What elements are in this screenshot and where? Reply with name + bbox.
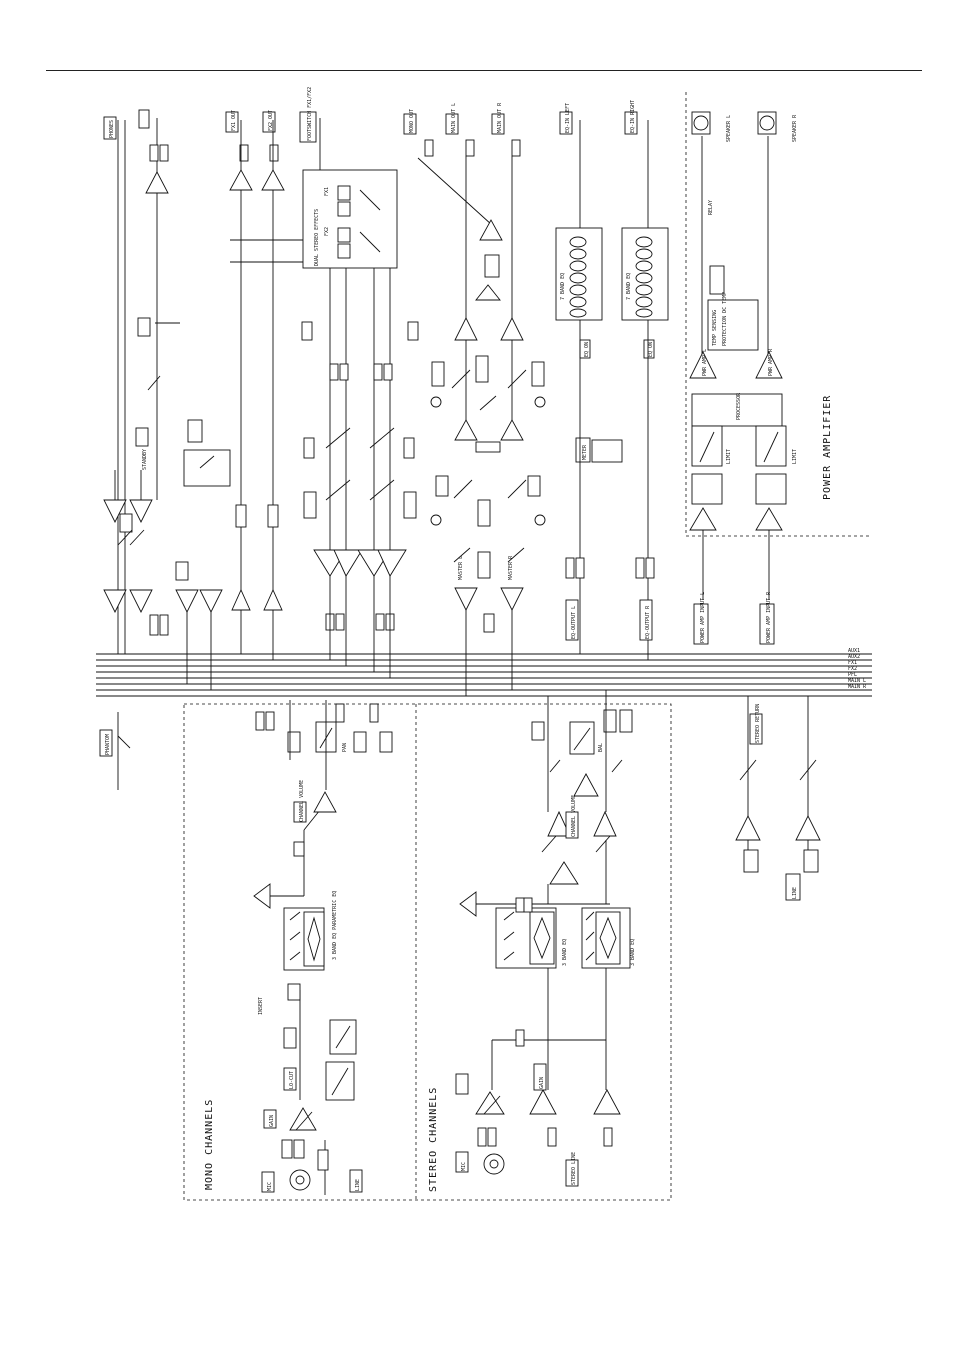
svg-text:3 BAND EQ: 3 BAND EQ: [630, 939, 636, 966]
fx-outputs: FX1 OUT FX2 OUT: [225, 110, 285, 660]
svg-text:STEREO LINE: STEREO LINE: [571, 1152, 577, 1185]
svg-text:EQ-OUTPUT L: EQ-OUTPUT L: [571, 606, 577, 639]
eq7-right: [621, 227, 669, 321]
svg-text:FX2: FX2: [324, 227, 330, 236]
power-amplifier-section: SPEAKER L SPEAKER R RELAY PROTECTION DC …: [689, 111, 833, 645]
mono-channels-title: MONO CHANNELS: [204, 1099, 215, 1190]
svg-text:SPEAKER L: SPEAKER L: [726, 115, 732, 142]
svg-text:MAIN OUT R: MAIN OUT R: [497, 102, 503, 133]
svg-text:FX1: FX1: [324, 187, 330, 196]
bus-label: MAIN R: [848, 684, 867, 690]
svg-text:3 BAND EQ: 3 BAND EQ: [562, 939, 568, 966]
svg-text:MIC: MIC: [461, 1162, 467, 1171]
svg-text:MONO OUT: MONO OUT: [409, 109, 415, 133]
svg-text:PROTECTION DC TEMP: PROTECTION DC TEMP: [722, 292, 728, 346]
svg-text:PHANTOM: PHANTOM: [105, 734, 111, 755]
svg-text:EQ-IN LEFT: EQ-IN LEFT: [565, 103, 571, 133]
svg-text:PROCESSOR: PROCESSOR: [736, 392, 742, 420]
svg-text:RELAY: RELAY: [708, 200, 714, 215]
bus-label: FX2: [848, 666, 857, 672]
svg-text:METER: METER: [582, 444, 588, 460]
svg-text:LINE: LINE: [792, 887, 798, 899]
phantom-switch: PHANTOM: [99, 712, 131, 790]
power-amplifier-title: POWER AMPLIFIER: [822, 395, 833, 500]
svg-text:POWER AMP INPUT R: POWER AMP INPUT R: [766, 591, 772, 643]
header-rule: [46, 70, 922, 71]
svg-text:LO-CUT: LO-CUT: [289, 1071, 295, 1089]
mix-bus: [96, 653, 872, 697]
svg-text:7 BAND EQ: 7 BAND EQ: [560, 273, 566, 300]
svg-text:PWR AMP L: PWR AMP L: [702, 349, 708, 376]
bus-label: FX1: [848, 660, 857, 666]
svg-text:FOOTSWITCH FX1/FX2: FOOTSWITCH FX1/FX2: [307, 87, 313, 141]
monitor-section: STANDBY: [103, 317, 231, 690]
svg-text:MIC: MIC: [267, 1182, 273, 1191]
svg-text:CHANNEL VOLUME: CHANNEL VOLUME: [571, 795, 577, 837]
svg-text:EQ-IN RIGHT: EQ-IN RIGHT: [630, 100, 636, 133]
svg-text:LIMIT: LIMIT: [792, 449, 798, 464]
svg-text:MASTER L: MASTER L: [458, 556, 464, 580]
svg-text:GAIN: GAIN: [539, 1077, 545, 1089]
stereo-return: STEREO RETURN LINE: [735, 696, 821, 901]
svg-text:7 BAND EQ: 7 BAND EQ: [626, 273, 632, 300]
svg-text:MASTER R: MASTER R: [508, 555, 514, 580]
svg-text:3 BAND EQ PARAMETRIC EQ: 3 BAND EQ PARAMETRIC EQ: [332, 891, 338, 960]
svg-text:PAN: PAN: [342, 743, 348, 752]
stereo-channel-strip: STEREO CHANNELS MIC STEREO LINE GAIN: [428, 690, 636, 1192]
svg-text:LINE: LINE: [355, 1179, 361, 1191]
svg-text:GAIN: GAIN: [269, 1115, 275, 1127]
svg-text:BAL: BAL: [598, 743, 604, 752]
svg-text:SPEAKER R: SPEAKER R: [792, 114, 798, 142]
svg-text:CHANNEL VOLUME: CHANNEL VOLUME: [299, 780, 305, 822]
bus-label: AUX2: [848, 654, 860, 660]
svg-text:EQ ON: EQ ON: [584, 342, 590, 357]
mono-channel-strip: MONO CHANNELS MIC LINE GAIN LO-CUT INSER…: [204, 700, 393, 1195]
svg-text:FX1 OUT: FX1 OUT: [231, 110, 237, 131]
svg-text:STEREO RETURN: STEREO RETURN: [755, 704, 761, 743]
svg-text:EQ-OUTPUT R: EQ-OUTPUT R: [645, 605, 651, 639]
svg-text:STANDBY: STANDBY: [142, 449, 148, 470]
svg-text:TEMP SENSING: TEMP SENSING: [712, 310, 718, 346]
svg-text:LIMIT: LIMIT: [726, 449, 732, 464]
graphic-eq-section: EQ-IN LEFT EQ-IN RIGHT 7 BAND EQ 7 BAND …: [555, 100, 669, 660]
dsp-title: DUAL STEREO EFFECTS: [314, 209, 320, 266]
svg-text:INSERT: INSERT: [258, 997, 264, 1015]
bus-label: AUX1: [848, 648, 860, 654]
svg-text:PWR AMP R: PWR AMP R: [768, 348, 774, 376]
bus-label: MAIN L: [848, 678, 866, 684]
bus-label: PFL: [848, 672, 857, 678]
dual-stereo-effects: FOOTSWITCH FX1/FX2 DUAL STEREO EFFECTS F…: [230, 87, 398, 560]
main-outputs: MONO OUT MAIN OUT L MAIN OUT R: [403, 102, 546, 696]
bus-labels: AUX1 AUX2 FX1 FX2 PFL MAIN L MAIN R: [848, 648, 867, 690]
phones-output: PHONES: [103, 109, 169, 654]
svg-text:EQ ON: EQ ON: [648, 342, 654, 357]
mono-stereo-region: [183, 703, 672, 1201]
fx-return-section: [301, 321, 419, 678]
svg-text:FX2 OUT: FX2 OUT: [268, 110, 274, 131]
eq7-left: [555, 227, 603, 321]
svg-text:MAIN OUT L: MAIN OUT L: [451, 103, 457, 133]
stereo-channels-title: STEREO CHANNELS: [428, 1087, 439, 1192]
svg-text:POWER AMP INPUT L: POWER AMP INPUT L: [700, 592, 706, 643]
phones-label: PHONES: [109, 120, 115, 138]
